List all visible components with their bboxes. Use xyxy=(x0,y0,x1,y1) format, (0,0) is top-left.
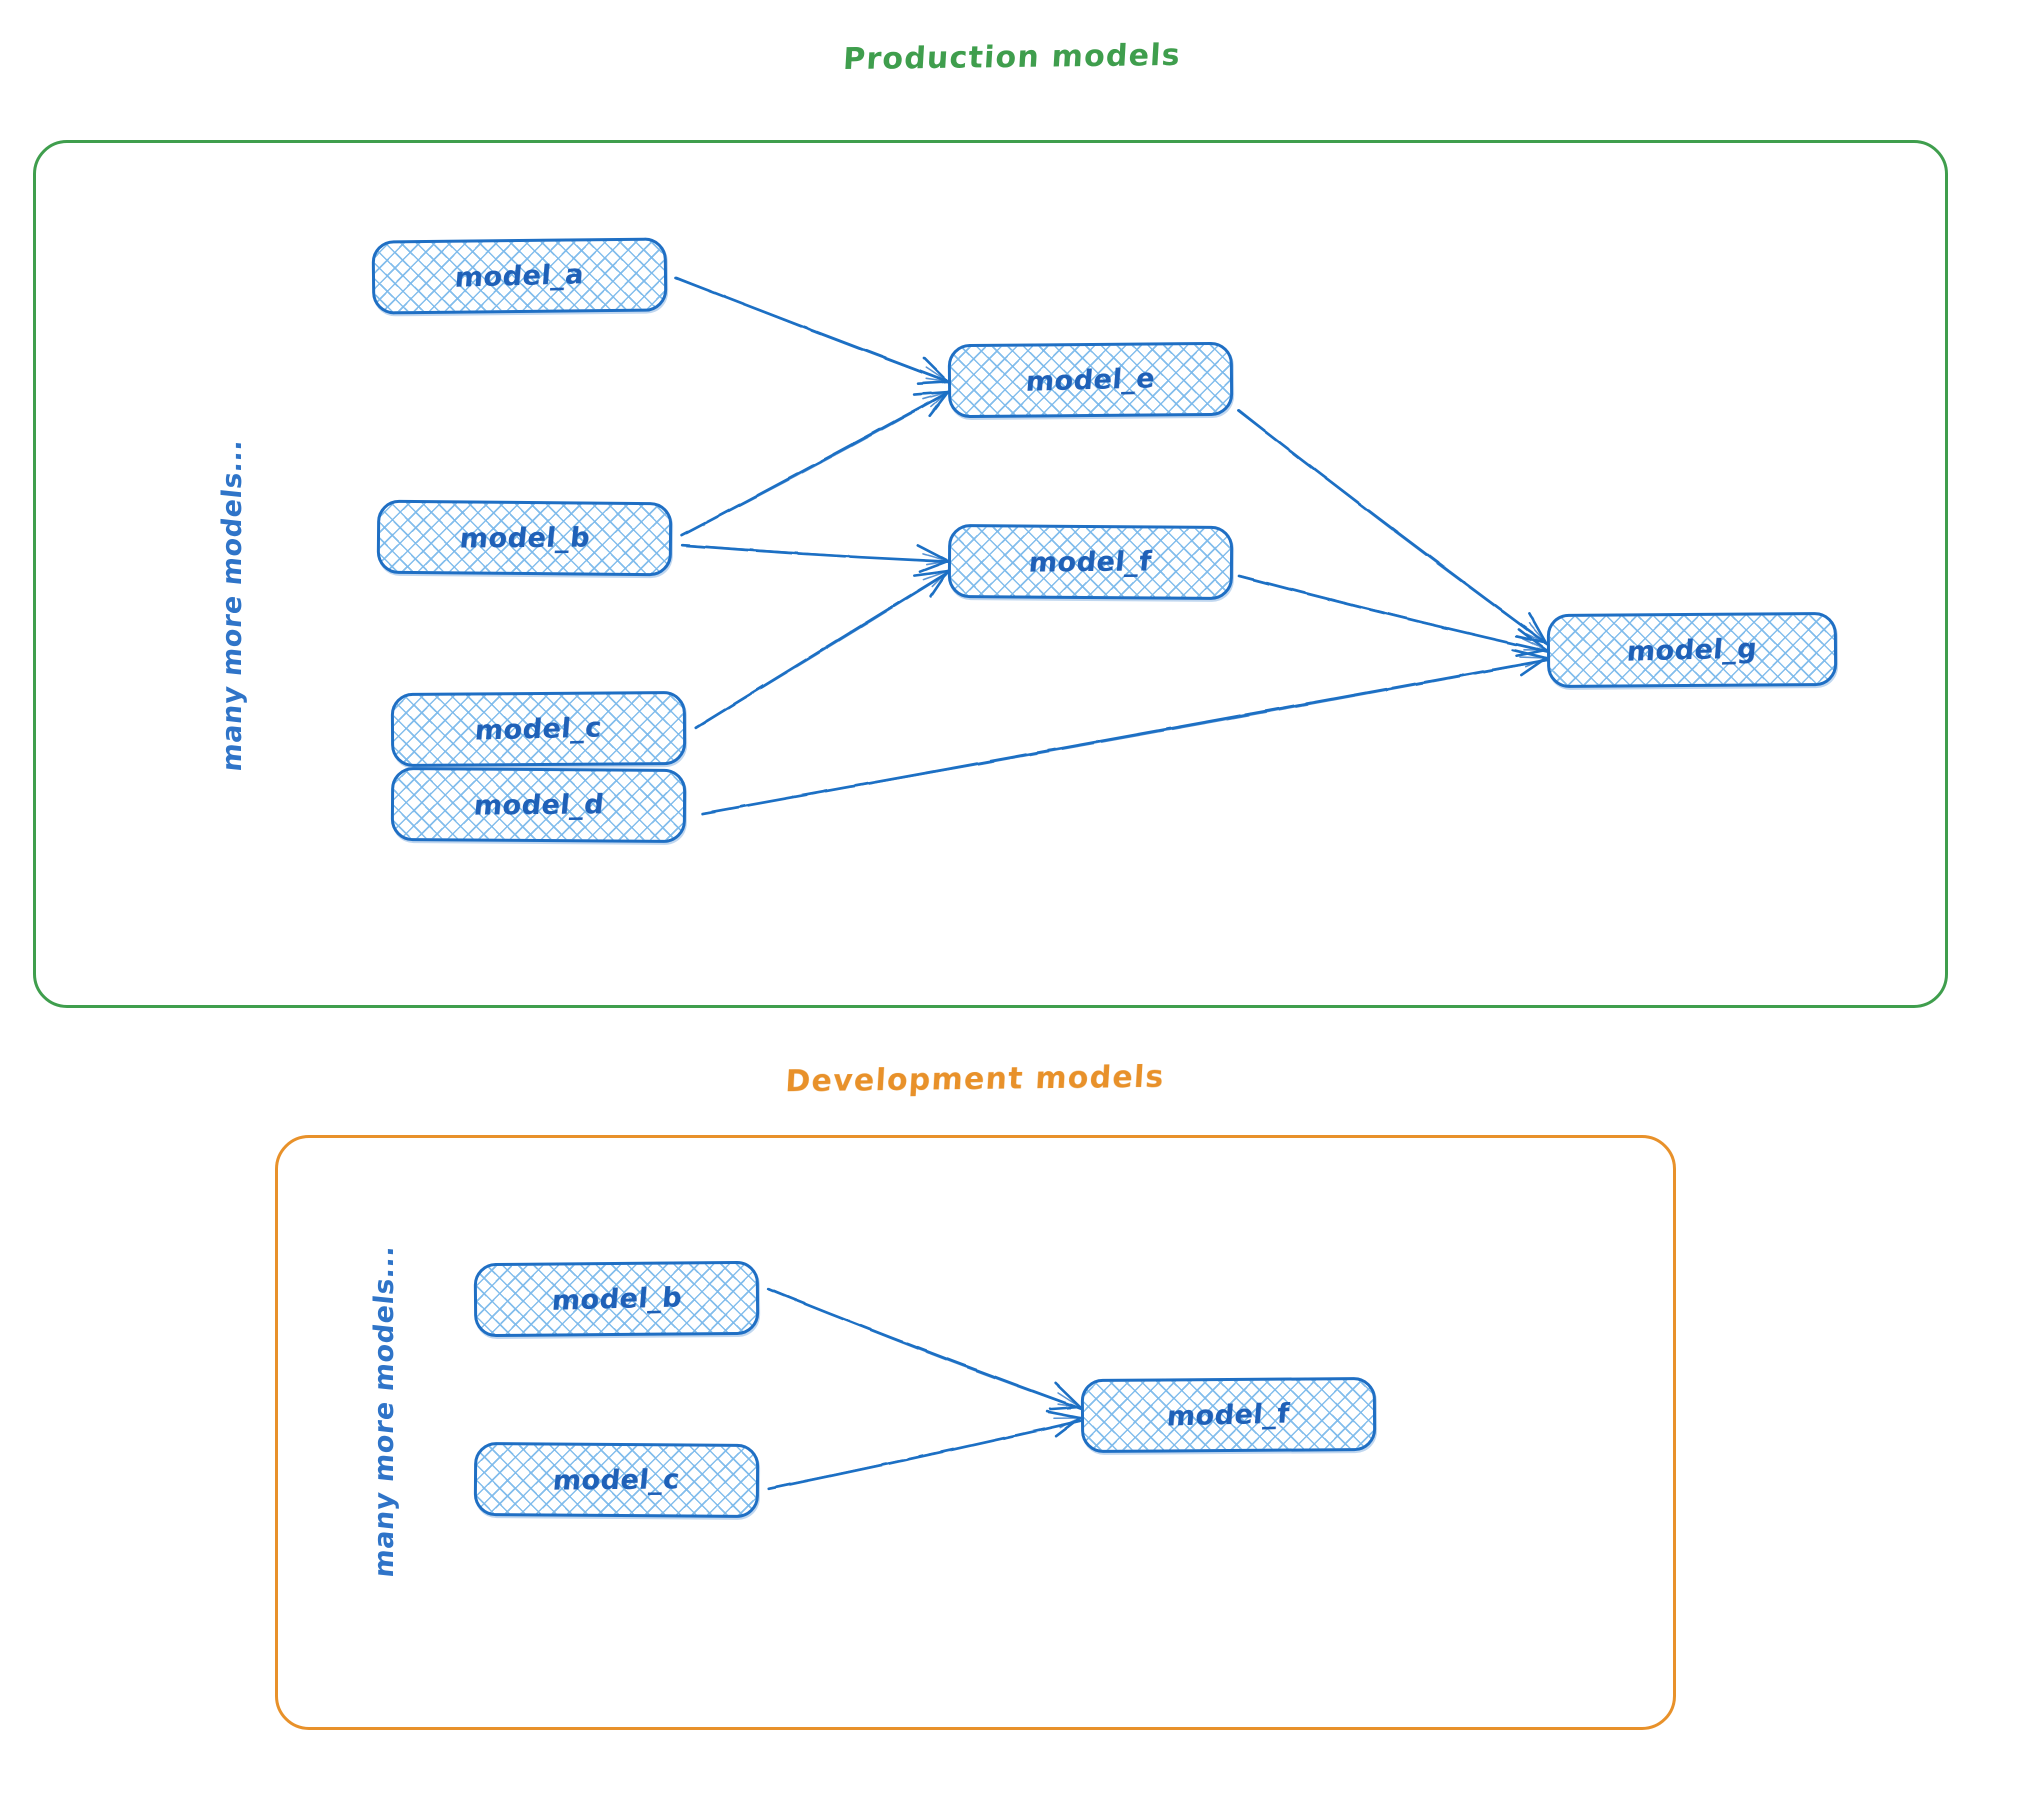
node-label: model_f xyxy=(1027,545,1154,579)
node-prod_a[interactable]: model_a xyxy=(371,237,668,315)
node-prod_d[interactable]: model_d xyxy=(390,766,687,844)
node-prod_c[interactable]: model_c xyxy=(390,690,687,768)
node-prod_b[interactable]: model_b xyxy=(376,499,673,577)
node-label: model_c xyxy=(551,1463,682,1497)
node-dev_f[interactable]: model_f xyxy=(1080,1376,1377,1454)
development-group-box xyxy=(275,1135,1676,1730)
node-label: model_g xyxy=(1625,632,1759,668)
node-label: model_d xyxy=(471,788,606,822)
node-prod_g[interactable]: model_g xyxy=(1546,611,1838,689)
node-label: model_f xyxy=(1165,1397,1292,1433)
node-dev_b[interactable]: model_b xyxy=(473,1260,760,1338)
production-many-more-models-label: many more models... xyxy=(217,437,248,773)
node-prod_e[interactable]: model_e xyxy=(947,341,1234,419)
node-dev_c[interactable]: model_c xyxy=(473,1442,760,1518)
development-many-more-models-label: many more models... xyxy=(369,1243,400,1579)
node-label: model_c xyxy=(473,711,604,747)
node-label: model_a xyxy=(453,258,586,294)
node-prod_f[interactable]: model_f xyxy=(947,524,1234,600)
development-group-title: Development models xyxy=(784,1059,1166,1100)
node-label: model_e xyxy=(1024,362,1157,398)
production-group-box xyxy=(33,140,1948,1008)
production-group-title: Production models xyxy=(842,37,1182,78)
node-label: model_b xyxy=(457,521,592,555)
node-label: model_b xyxy=(550,1281,683,1317)
